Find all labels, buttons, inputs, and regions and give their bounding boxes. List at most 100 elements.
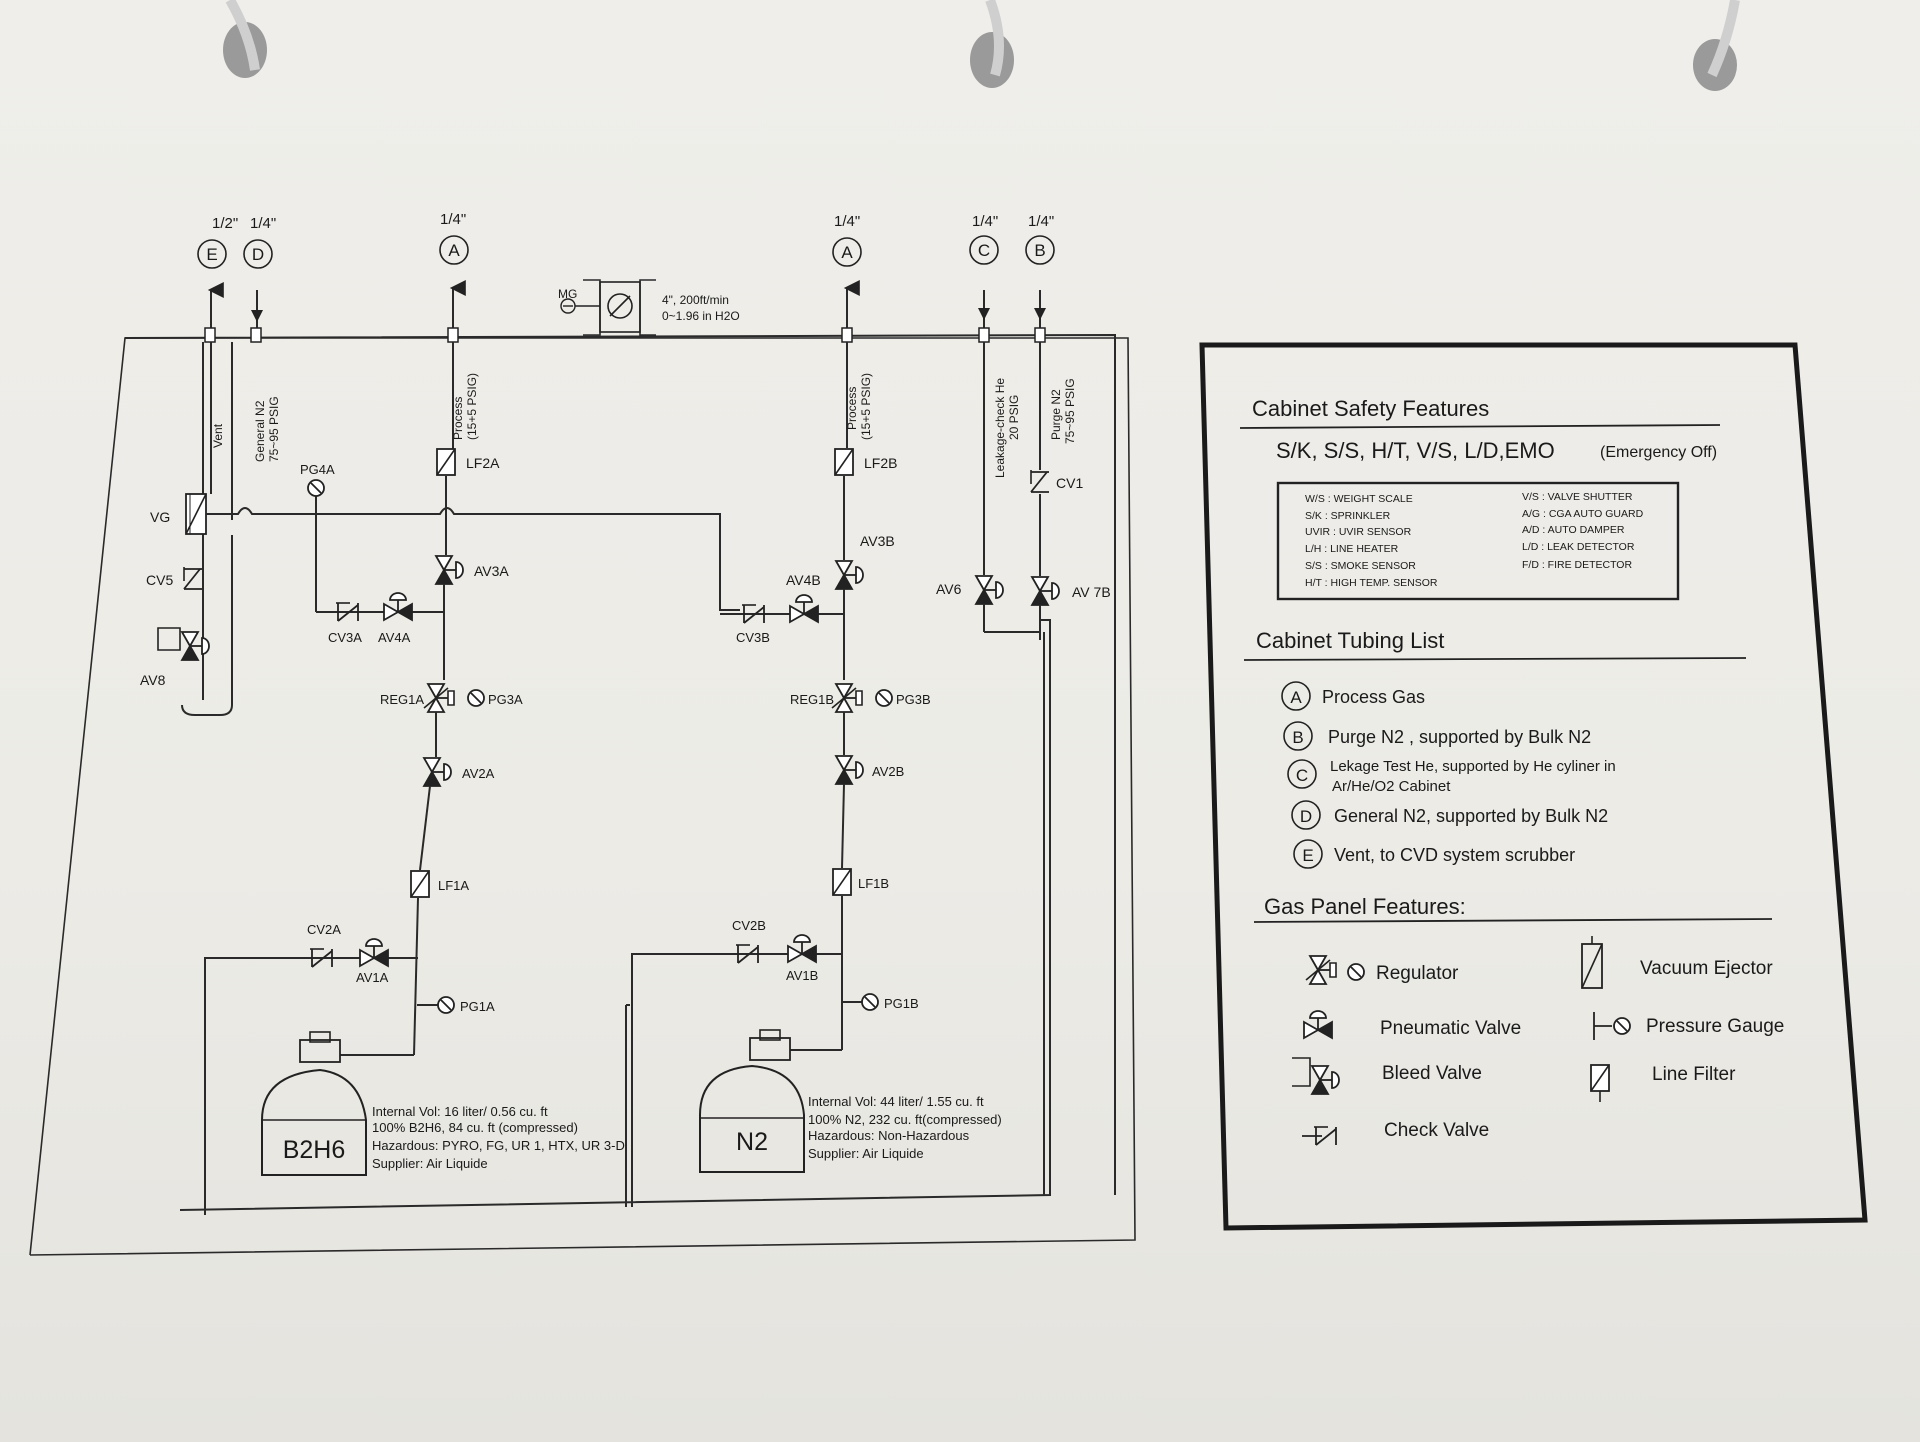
pressure-gauge-icon <box>1593 1012 1631 1040</box>
svg-text:S/S : SMOKE SENSOR: S/S : SMOKE SENSOR <box>1305 560 1416 572</box>
svg-text:General N2, supported by Bulk: General N2, supported by Bulk N2 <box>1334 806 1608 826</box>
gas-panel-features: Gas Panel Features: Regulator Vacuum Eje… <box>1253 894 1784 1146</box>
line-filter-icon <box>1590 1064 1610 1102</box>
svg-text:A/D : AUTO DAMPER: A/D : AUTO DAMPER <box>1522 524 1625 536</box>
svg-text:E: E <box>206 245 217 264</box>
cv5: CV5 <box>146 566 203 590</box>
svg-text:CV3A: CV3A <box>328 630 362 645</box>
port-A-right: 1/4" A <box>832 213 862 343</box>
svg-text:MG: MG <box>558 287 577 301</box>
svg-text:S/K, S/S, H/T, V/S, L/D,EMO: S/K, S/S, H/T, V/S, L/D,EMO <box>1276 438 1555 463</box>
svg-text:1/4": 1/4" <box>440 211 466 228</box>
svg-text:PG3B: PG3B <box>896 692 931 707</box>
exhaust-damper: MG 4", 200ft/min 0~1.96 in H2O <box>558 279 740 336</box>
svg-text:L/D : LEAK DETECTOR: L/D : LEAK DETECTOR <box>1522 541 1635 553</box>
svg-text:Supplier: Air Liquide: Supplier: Air Liquide <box>808 1146 924 1161</box>
svg-text:Internal Vol: 16 liter/ 0.56 c: Internal Vol: 16 liter/ 0.56 cu. ft <box>372 1104 548 1119</box>
svg-text:W/S : WEIGHT SCALE: W/S : WEIGHT SCALE <box>1305 493 1413 505</box>
port-E: 1/2" E <box>197 215 238 343</box>
svg-text:AV1B: AV1B <box>786 968 818 983</box>
svg-text:S/K : SPRINKLER: S/K : SPRINKLER <box>1305 510 1391 522</box>
svg-text:LF1B: LF1B <box>858 876 889 891</box>
svg-text:A: A <box>1290 688 1302 707</box>
svg-text:(15+5 PSIG): (15+5 PSIG) <box>859 373 873 440</box>
svg-text:D: D <box>1300 807 1312 826</box>
cylinder-n2: N2 Internal Vol: 44 liter/ 1.55 cu. ft 1… <box>699 1029 1002 1173</box>
svg-text:1/4": 1/4" <box>250 215 276 232</box>
svg-text:Vacuum Ejector: Vacuum Ejector <box>1640 958 1773 979</box>
bleed-valve-icon <box>1292 1057 1340 1095</box>
svg-text:V/S : VALVE SHUTTER: V/S : VALVE SHUTTER <box>1522 491 1633 503</box>
pneumatic-valve-icon <box>1303 1010 1333 1039</box>
leak-purge-lines: Leakage-check He 20 PSIG AV6 Purge N2 75… <box>936 342 1111 1195</box>
svg-text:Purge N2: Purge N2 <box>1049 389 1063 440</box>
port-B: 1/4" B <box>1025 213 1055 343</box>
svg-text:20 PSIG: 20 PSIG <box>1007 395 1021 440</box>
safety-legend-right: V/S : VALVE SHUTTER A/G : CGA AUTO GUARD… <box>1522 491 1644 571</box>
svg-text:Regulator: Regulator <box>1376 963 1459 984</box>
features-panel-border <box>1199 342 1868 1231</box>
svg-text:Lekage Test He, supported by H: Lekage Test He, supported by He cyliner … <box>1330 758 1616 775</box>
svg-text:Internal Vol: 44 liter/ 1.55 c: Internal Vol: 44 liter/ 1.55 cu. ft <box>808 1094 984 1109</box>
cylinder-b2h6: B2H6 Internal Vol: 16 liter/ 0.56 cu. ft… <box>261 1031 625 1176</box>
svg-text:A/G : CGA AUTO GUARD: A/G : CGA AUTO GUARD <box>1522 508 1644 520</box>
svg-text:4", 200ft/min: 4", 200ft/min <box>662 293 729 307</box>
svg-text:Line Filter: Line Filter <box>1652 1064 1736 1085</box>
right-process-line: Process (15+5 PSIG) LF2B AV3B AV4B CV3B … <box>631 342 931 1207</box>
svg-text:AV4A: AV4A <box>378 630 411 645</box>
svg-text:Supplier: Air Liquide: Supplier: Air Liquide <box>372 1156 488 1171</box>
vacuum-ejector-icon <box>1581 936 1603 989</box>
svg-text:Check Valve: Check Valve <box>1384 1120 1489 1141</box>
svg-text:AV4B: AV4B <box>786 572 821 588</box>
svg-text:N2: N2 <box>736 1128 768 1156</box>
svg-text:100% B2H6, 84 cu. ft (compress: 100% B2H6, 84 cu. ft (compressed) <box>372 1120 578 1135</box>
svg-text:AV3B: AV3B <box>860 533 895 549</box>
svg-text:Cabinet Tubing List: Cabinet Tubing List <box>1256 628 1444 653</box>
svg-text:VG: VG <box>150 509 170 525</box>
svg-text:AV2A: AV2A <box>462 766 495 781</box>
svg-text:CV2A: CV2A <box>307 922 341 937</box>
svg-text:H/T : HIGH TEMP. SENSOR: H/T : HIGH TEMP. SENSOR <box>1305 577 1438 589</box>
svg-text:Pneumatic Valve: Pneumatic Valve <box>1380 1018 1521 1039</box>
svg-text:(Emergency Off): (Emergency Off) <box>1600 444 1717 461</box>
diagram-frame <box>29 337 1136 1256</box>
svg-text:75~95 PSIG: 75~95 PSIG <box>1063 378 1077 444</box>
port-C: 1/4" C <box>969 213 999 343</box>
svg-text:REG1B: REG1B <box>790 692 834 707</box>
svg-text:LF1A: LF1A <box>438 878 469 893</box>
cabinet-top-line <box>124 333 1116 1195</box>
svg-text:Process: Process <box>451 397 465 440</box>
svg-text:C: C <box>1296 766 1308 785</box>
svg-text:REG1A: REG1A <box>380 692 424 707</box>
svg-text:0~1.96 in H2O: 0~1.96 in H2O <box>662 309 740 323</box>
safety-section: Cabinet Safety Features S/K, S/S, H/T, V… <box>1239 396 1721 601</box>
svg-text:Hazardous: PYRO, FG, UR 1, HTX: Hazardous: PYRO, FG, UR 1, HTX, UR 3-D <box>372 1138 625 1153</box>
safety-legend-left: W/S : WEIGHT SCALE S/K : SPRINKLER UVIR … <box>1305 493 1438 589</box>
svg-text:100% N2, 232 cu. ft(compressed: 100% N2, 232 cu. ft(compressed) <box>808 1112 1002 1127</box>
svg-text:E: E <box>1302 846 1313 865</box>
svg-text:AV6: AV6 <box>936 581 962 597</box>
svg-text:A: A <box>841 243 853 262</box>
svg-text:Leakage-check He: Leakage-check He <box>993 378 1007 478</box>
svg-text:UVIR : UVIR SENSOR: UVIR : UVIR SENSOR <box>1305 526 1412 538</box>
vg-ejector: VG <box>150 493 207 535</box>
svg-text:Process: Process <box>845 387 859 430</box>
svg-text:Bleed Valve: Bleed Valve <box>1382 1063 1482 1084</box>
svg-text:General N2: General N2 <box>253 400 267 462</box>
regulator-icon <box>1305 955 1365 985</box>
svg-text:F/D : FIRE DETECTOR: F/D : FIRE DETECTOR <box>1522 559 1632 571</box>
svg-text:CV3B: CV3B <box>736 630 770 645</box>
svg-text:LF2B: LF2B <box>864 455 897 471</box>
svg-text:AV 7B: AV 7B <box>1072 584 1111 600</box>
binder-rings <box>223 0 1740 91</box>
svg-text:(15+5 PSIG): (15+5 PSIG) <box>465 373 479 440</box>
svg-text:Gas Panel Features:: Gas Panel Features: <box>1264 894 1466 919</box>
svg-text:L/H : LINE HEATER: L/H : LINE HEATER <box>1305 543 1399 555</box>
svg-text:CV5: CV5 <box>146 572 173 588</box>
svg-text:D: D <box>252 245 264 264</box>
svg-text:CV2B: CV2B <box>732 918 766 933</box>
check-valve-icon <box>1302 1126 1337 1146</box>
svg-text:LF2A: LF2A <box>466 455 500 471</box>
svg-text:75~95 PSIG: 75~95 PSIG <box>267 396 281 462</box>
